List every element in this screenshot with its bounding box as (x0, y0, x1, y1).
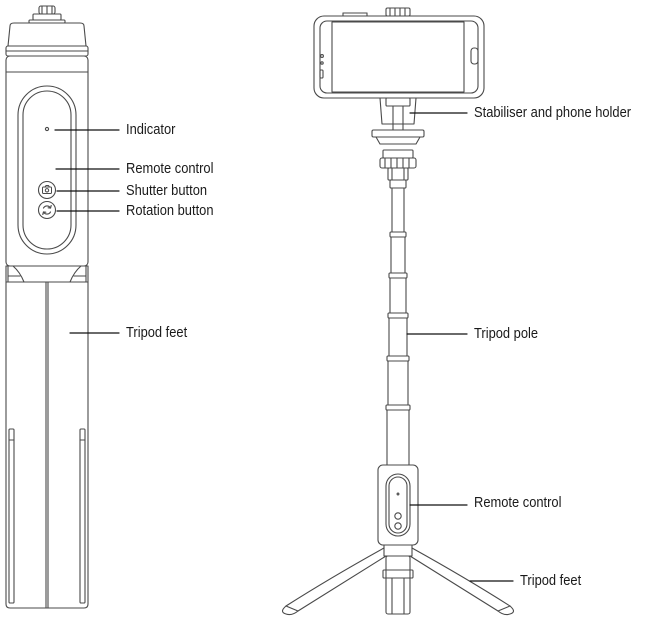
label-tripod-pole: Tripod pole (474, 325, 539, 342)
label-tripod-feet-right: Tripod feet (520, 572, 582, 589)
extended-stick-drawing (281, 7, 515, 616)
label-tripod-feet-left: Tripod feet (126, 324, 188, 341)
tripod-pole (385, 179, 411, 466)
rotate-icon (42, 205, 52, 215)
shutter-button (37, 180, 57, 200)
top-mount-knob (28, 5, 66, 24)
leader-lines (54, 112, 514, 582)
label-stabiliser-and-phone-holder: Stabiliser and phone holder (474, 104, 632, 121)
stick-head-cap (7, 22, 87, 47)
closed-stick-drawing (5, 5, 89, 609)
label-remote-control-right: Remote control (474, 494, 562, 511)
phone-clamp-top (385, 7, 411, 17)
folded-tripod-legs (5, 281, 89, 609)
label-remote-control: Remote control (126, 160, 214, 177)
stabiliser-and-phone-holder (371, 97, 425, 181)
label-rotation-button: Rotation button (126, 202, 214, 219)
smartphone (313, 12, 485, 99)
camera-icon (42, 185, 52, 194)
tripod-legs (281, 544, 515, 616)
label-shutter-button: Shutter button (126, 182, 208, 199)
rotation-button (37, 200, 57, 220)
indicator-light (44, 126, 50, 132)
remote-control-panel (17, 85, 77, 255)
label-indicator: Indicator (126, 121, 176, 138)
remote-control-inner (22, 90, 72, 250)
hinge-band (5, 265, 89, 283)
